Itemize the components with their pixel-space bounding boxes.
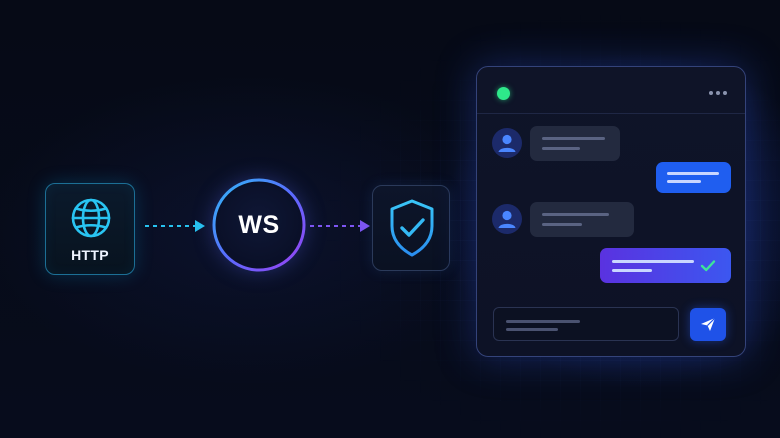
online-status-dot xyxy=(497,87,510,100)
message-bubble-incoming xyxy=(530,202,634,237)
chat-window xyxy=(476,66,746,357)
websocket-node: WS xyxy=(214,180,304,270)
shield-check-icon xyxy=(390,199,434,257)
user-avatar-icon xyxy=(492,204,522,234)
send-icon xyxy=(701,317,716,331)
http-label: HTTP xyxy=(71,247,109,263)
more-dots-icon[interactable] xyxy=(709,91,727,95)
message-bubble-incoming xyxy=(530,126,620,161)
user-avatar-icon xyxy=(492,128,522,158)
ws-label: WS xyxy=(238,211,280,239)
security-node xyxy=(372,185,450,271)
http-node: HTTP xyxy=(45,183,135,275)
send-button[interactable] xyxy=(690,308,726,341)
check-icon xyxy=(700,260,716,272)
ws-to-security-arrow xyxy=(310,220,370,232)
message-input[interactable] xyxy=(493,307,679,341)
globe-icon xyxy=(71,198,111,238)
chat-header xyxy=(477,67,745,114)
message-bubble-outgoing xyxy=(656,162,731,193)
ws-ring xyxy=(212,178,306,272)
http-to-ws-arrow xyxy=(145,220,205,232)
message-bubble-outgoing-delivered xyxy=(600,248,731,283)
